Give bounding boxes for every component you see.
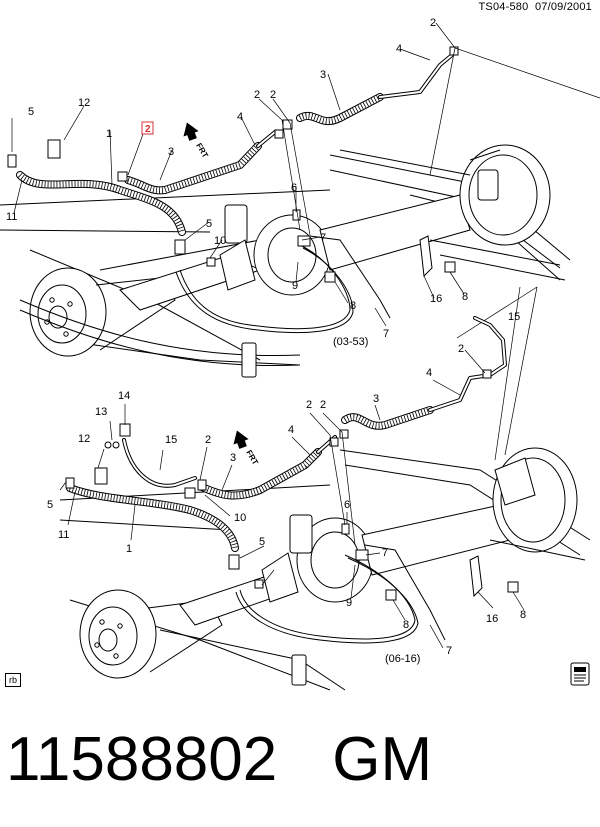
callout: 5 (28, 106, 34, 118)
callout: 2 (320, 399, 326, 411)
callout: 9 (292, 280, 298, 292)
callout: 8 (462, 291, 468, 303)
callout: 13 (95, 406, 107, 418)
footer: 11588802 GM (6, 720, 432, 800)
callout: 4 (396, 43, 402, 55)
callout: 7 (446, 645, 452, 657)
callout: 6 (291, 182, 297, 194)
callout: 14 (118, 390, 130, 402)
callout: 8 (520, 609, 526, 621)
top-assembly (0, 22, 600, 461)
drawing-code: TS04-580 (478, 1, 529, 13)
callout: 11 (6, 211, 17, 223)
callout: 8 (350, 300, 356, 312)
axle-housing (119, 194, 471, 311)
callout: 3 (168, 146, 174, 158)
front-arrow-label-2: FRT (244, 449, 260, 467)
left-brake-drum-2 (79, 589, 223, 679)
callout: 7 (383, 328, 389, 340)
front-arrow-icon (183, 122, 199, 141)
callout: 2 (306, 399, 312, 411)
callout: 10 (214, 235, 226, 247)
part-number: 11588802 (6, 725, 278, 794)
callout: 9 (346, 597, 352, 609)
callout: 12 (78, 97, 90, 109)
callout: 15 (165, 434, 177, 446)
header: TS04-580 07/09/2001 (479, 1, 593, 13)
document-icon (570, 662, 590, 686)
callout: 1 (126, 543, 132, 555)
callout: 2 (205, 434, 211, 446)
callout: 15 (508, 311, 520, 323)
callout: 12 (78, 433, 90, 445)
callout: 8 (403, 619, 409, 631)
highlighted-callout: 2 (145, 124, 151, 135)
drawing-date: 07/09/2001 (534, 1, 592, 13)
left-brake-drum (29, 239, 261, 357)
callout: 3 (373, 393, 379, 405)
callout: 10 (234, 512, 246, 524)
callout: 6 (344, 499, 350, 511)
callout: 3 (230, 452, 236, 464)
callout: 7 (382, 547, 388, 559)
callout: 5 (206, 218, 212, 230)
front-arrow-label: FRT (194, 142, 210, 160)
variant-code-bottom: (06-16) (385, 653, 420, 665)
callout: 4 (237, 111, 243, 123)
callout: 11 (58, 529, 69, 541)
callout: 2 (458, 343, 464, 355)
callouts-bottom: 1 2 2 2 3 3 4 4 5 5 6 7 7 8 8 9 10 11 12… (47, 311, 526, 657)
callout: 2 (270, 89, 276, 101)
bottom-assembly (59, 316, 591, 691)
corner-tag: rb (5, 673, 22, 687)
callouts-top: 1 2 2 2 3 3 4 4 5 5 6 7 7 8 8 9 10 11 12… (6, 17, 468, 340)
callout: 5 (259, 536, 265, 548)
callout: 16 (430, 293, 442, 305)
brake-line-diagram: 1 2 2 2 3 3 4 4 5 5 6 7 7 8 8 9 10 11 12… (0, 17, 600, 691)
callout: 2 (430, 17, 436, 29)
right-brake-drum-2 (492, 447, 578, 553)
brand-name: GM (332, 725, 433, 794)
right-brake-drum (459, 144, 551, 246)
callout: 7 (320, 232, 326, 244)
callout: 4 (288, 424, 294, 436)
callout: 5 (47, 499, 53, 511)
variant-code-top: (03-53) (333, 336, 368, 348)
front-arrow-icon-2 (233, 430, 249, 449)
callout: 2 (254, 89, 260, 101)
highlight-box-icon (141, 121, 154, 135)
callout: 1 (106, 128, 112, 140)
callout: 4 (426, 367, 432, 379)
callout: 3 (320, 69, 326, 81)
callout: 16 (486, 613, 498, 625)
